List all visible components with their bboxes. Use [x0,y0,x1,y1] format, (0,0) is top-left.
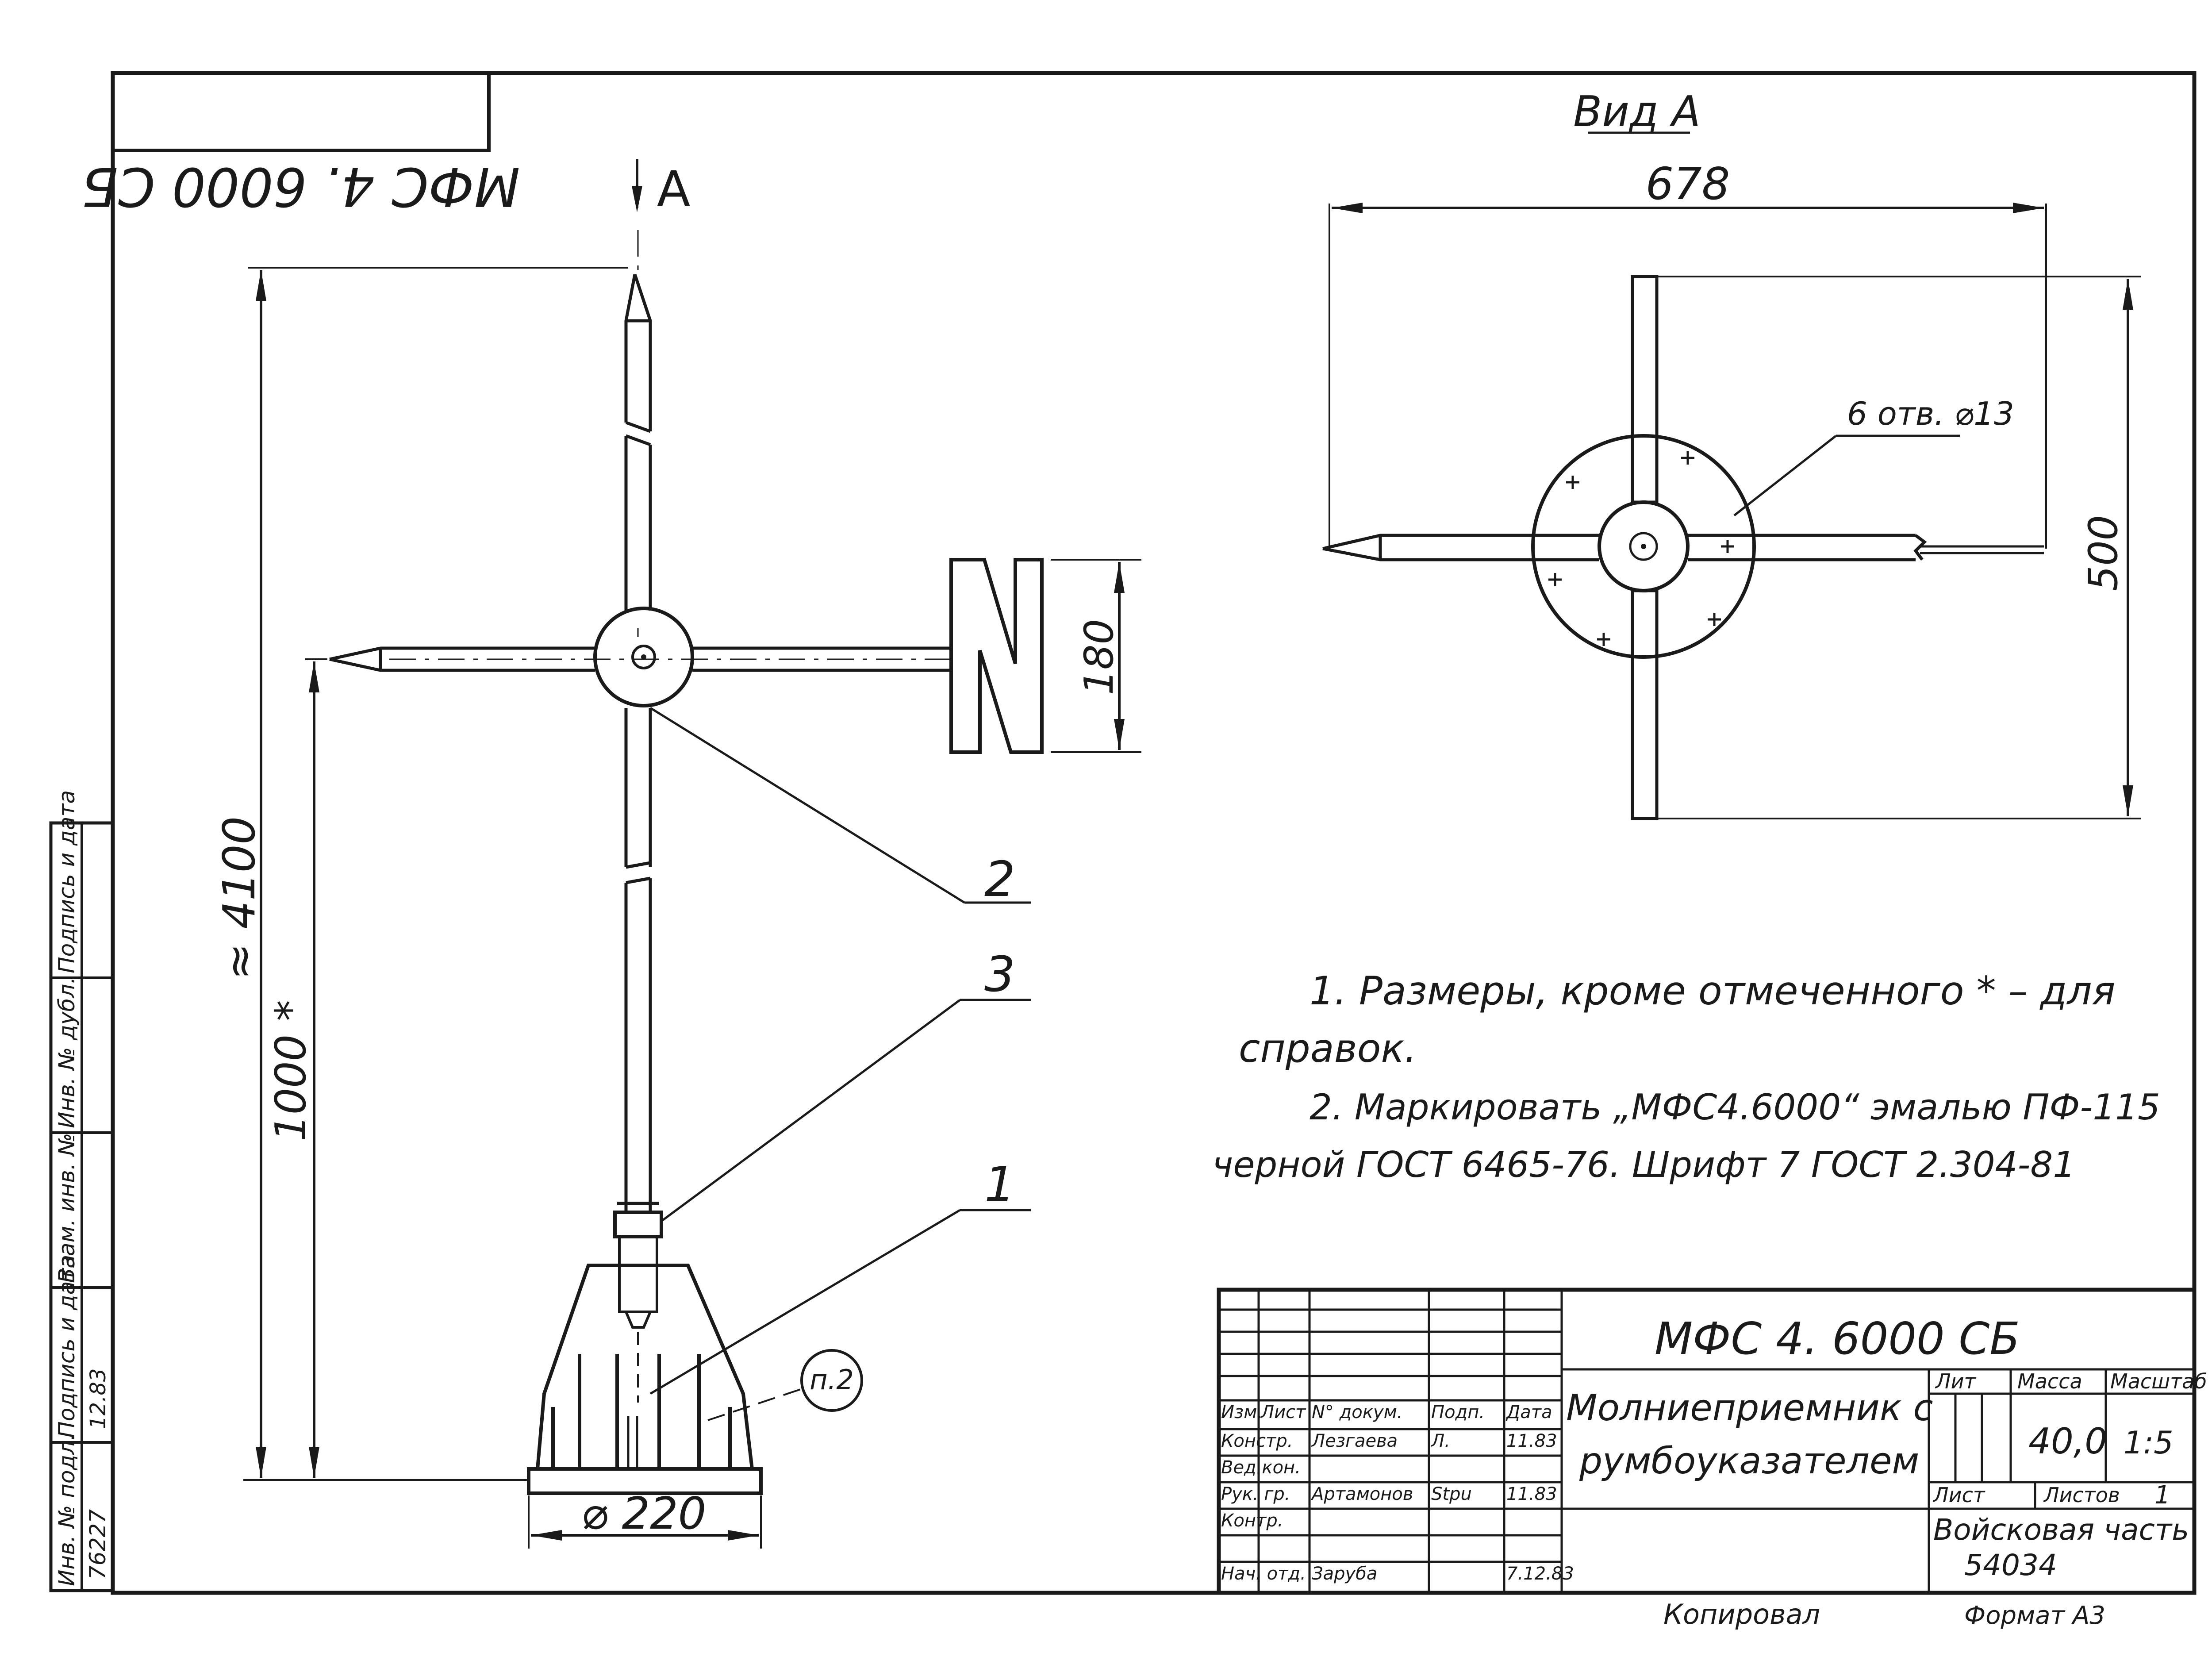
organization-line-1: Войсковая часть [1933,1513,2189,1547]
dim-height-total-label: ≈ 4100 [213,816,265,980]
row-1-role: Констр. [1221,1431,1293,1451]
view-a-arms [1322,275,2044,820]
main-view: А [213,159,1141,1549]
title-block: Изм. Лист N° докум. Подп. Дата Констр. Л… [1217,1288,2207,1595]
col-header-doc: N° докум. [1312,1402,1403,1422]
sheets-label: Листов [2043,1483,2120,1507]
row-3-role: Рук. гр. [1221,1484,1290,1504]
title-doc-code: МФС 4. 6000 СБ [1655,1313,2020,1365]
row-1-date: 11.83 [1506,1431,1557,1451]
mass-value: 40,0 [2028,1421,2107,1462]
side-stamp-sign-value: 12.83 [86,1368,111,1429]
row-5-role: Нач. отд. [1221,1564,1306,1584]
callout-3: 3 [661,946,1031,1222]
footer-copied: Копировал [1663,1598,1820,1630]
side-stamp: Инв. № подл. Подпись и дата Взам. инв. №… [49,790,115,1592]
row-5-date: 7.12.83 [1506,1564,1574,1584]
letter-n-plate [949,558,1044,754]
row-4-role: Контр. [1221,1511,1283,1531]
side-stamp-label-5: Подпись и дата [54,790,80,973]
dim-view-width-label: 678 [1646,158,1730,210]
organization-line-2: 54034 [1964,1548,2057,1582]
footer: Копировал Формат А3 [1663,1598,2105,1630]
dim-height-total: ≈ 4100 [213,267,628,1481]
sheet-label: Лист [1932,1483,1985,1507]
view-arrow-a: А [632,159,690,217]
holes-callout: 6 отв. ⌀13 [1733,395,2014,516]
col-header-sign: Подп. [1431,1402,1485,1422]
lit-label: Лит [1935,1369,1976,1393]
dim-view-height-label: 500 [2080,515,2127,591]
callout-1-label: 1 [984,1156,1015,1213]
dim-height-lower-label: 1000 * [267,1000,315,1141]
view-a: Вид А 678 500 [1322,88,2141,820]
pointer-arm [329,646,595,672]
dim-letter-height-label: 180 [1076,619,1122,695]
view-a-title: Вид А [1573,88,1701,136]
col-header-list: Лист [1260,1402,1306,1422]
flange-holes [1548,451,1734,646]
col-header-date: Дата [1505,1402,1552,1422]
scale-label: Масштаб [2110,1369,2207,1393]
note-ref-label: п.2 [810,1364,854,1396]
side-stamp-label-3: Взам. инв. № [54,1133,80,1283]
center-lines [389,230,951,660]
hub [593,607,694,707]
dim-base-diameter-label: ⌀ 220 [581,1488,707,1539]
dim-base-diameter: ⌀ 220 [528,1488,762,1549]
mast [624,273,652,1212]
title-name-line-2: румбоуказателем [1579,1440,1919,1482]
side-stamp-label-2: Подпись и дата [54,1255,80,1438]
scale-value: 1:5 [2124,1425,2174,1461]
designation-mirror: МФС 4. 6000 СБ [81,155,520,217]
base-mount [527,1202,763,1495]
row-1-sign: Л. [1430,1431,1450,1451]
row-3-date: 11.83 [1506,1484,1557,1504]
side-stamp-label-1: Инв. № подл. [54,1434,80,1586]
note-line-2: справок. [1239,1026,1417,1071]
callout-2-label: 2 [984,851,1015,907]
note-line-1: 1. Размеры, кроме отмеченного * – для [1310,968,2116,1014]
technical-notes: 1. Размеры, кроме отмеченного * – для сп… [1212,968,2160,1185]
row-1-name: Лезгаева [1311,1431,1398,1451]
side-stamp-inv-value: 76227 [85,1509,111,1580]
row-5-name: Заруба [1312,1564,1377,1584]
dim-height-lower: 1000 * [267,658,327,1478]
col-header-izm: Изм. [1221,1402,1263,1422]
row-2-role: Вед.кон. [1221,1457,1301,1478]
callout-2: 2 [649,707,1031,907]
drawing-frame [111,71,2197,1595]
dim-view-width: 678 [1329,158,2047,549]
dim-letter-height: 180 [1051,559,1141,753]
sheets-value: 1 [2154,1481,2170,1510]
title-name-line-1: Молниеприемник с [1566,1387,1933,1429]
callout-3-label: 3 [984,946,1015,1003]
note-ref: п.2 [707,1349,863,1421]
flange-disk [1531,434,1756,659]
dim-view-height: 500 [1655,276,2141,819]
holes-label: 6 отв. ⌀13 [1847,395,2014,432]
footer-format: Формат А3 [1964,1601,2105,1630]
row-3-name: Артамонов [1310,1484,1413,1504]
mass-label: Масса [2017,1369,2082,1393]
note-line-3: 2. Маркировать „МФС4.6000“ эмалью ПФ-115 [1310,1087,2160,1128]
side-stamp-label-4: Инв. № дубл. [54,977,80,1128]
designation-mirror-box: МФС 4. 6000 СБ [81,71,520,217]
note-line-4: черной ГОСТ 6465-76. Шрифт 7 ГОСТ 2.304-… [1212,1144,2075,1185]
callout-1: 1 [649,1156,1031,1395]
row-3-sign: Stpu [1431,1484,1472,1504]
view-arrow-label: А [657,161,690,217]
